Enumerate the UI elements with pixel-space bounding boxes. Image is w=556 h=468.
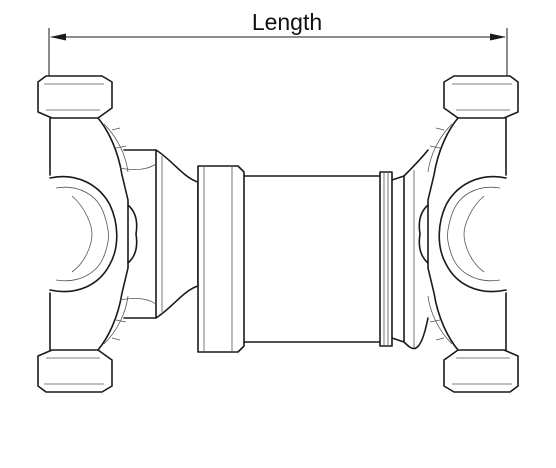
left-yoke	[37, 75, 199, 393]
dimension-label: Length	[252, 9, 322, 35]
left-arrowhead	[50, 33, 66, 41]
right-arrowhead	[490, 33, 506, 41]
length-dimension: Length	[48, 9, 508, 78]
right-yoke	[403, 75, 519, 393]
center-shaft	[197, 165, 405, 353]
